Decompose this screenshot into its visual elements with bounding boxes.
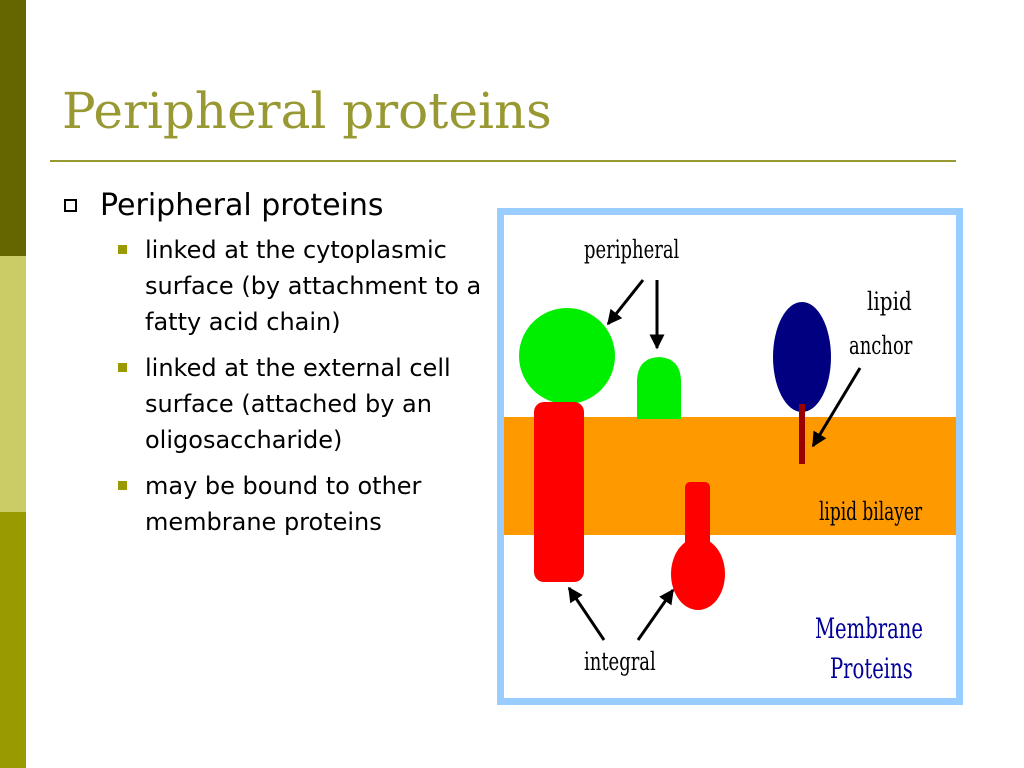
sub-bullet-text: linked at the cytoplasmic surface (by at… [145, 236, 482, 336]
bullet-item: Peripheral proteins [64, 186, 504, 226]
bullet-text: Peripheral proteins [100, 188, 384, 223]
sub-bullet-text: may be bound to other membrane proteins [145, 472, 422, 536]
label-anchor: anchor [849, 332, 913, 361]
label-integral: integral [584, 648, 656, 677]
lipid-anchored-protein [773, 302, 831, 412]
peripheral-arrow-left [606, 279, 645, 326]
membrane-proteins-diagram: peripheral lipid anchor lipid bilayer in… [497, 208, 963, 705]
integral-protein-rod [534, 402, 584, 582]
integral-arrow-right [636, 588, 675, 641]
square-bullet-icon [118, 245, 127, 254]
title-underline [50, 160, 956, 162]
peripheral-protein-sphere [519, 308, 615, 404]
integral-arrow-left [567, 586, 606, 641]
sidebar-band-top [0, 0, 26, 256]
peripheral-protein-dome [637, 357, 681, 419]
sidebar-band-middle [0, 256, 26, 512]
diagram-title-line1: Membrane [815, 613, 923, 645]
slide-title: Peripheral proteins [62, 82, 552, 140]
sub-bullet-item: linked at the external cell surface (att… [118, 350, 504, 458]
sub-bullet-list: linked at the cytoplasmic surface (by at… [118, 232, 504, 540]
hollow-square-bullet-icon [64, 199, 77, 212]
sidebar-band-bottom [0, 512, 26, 768]
bullet-list: Peripheral proteins linked at the cytopl… [64, 186, 504, 550]
square-bullet-icon [118, 481, 127, 490]
diagram-title-line2: Proteins [830, 653, 913, 685]
label-lipid-bilayer: lipid bilayer [819, 498, 923, 527]
sub-bullet-text: linked at the external cell surface (att… [145, 354, 451, 454]
lipid-anchor-arrow [811, 367, 862, 448]
sub-bullet-item: linked at the cytoplasmic surface (by at… [118, 232, 504, 340]
label-peripheral: peripheral [584, 236, 679, 265]
square-bullet-icon [118, 363, 127, 372]
sub-bullet-item: may be bound to other membrane proteins [118, 468, 504, 540]
integral-protein-bulb [671, 538, 725, 610]
lipid-anchor-chain [799, 404, 805, 464]
label-lipid: lipid [867, 288, 912, 317]
